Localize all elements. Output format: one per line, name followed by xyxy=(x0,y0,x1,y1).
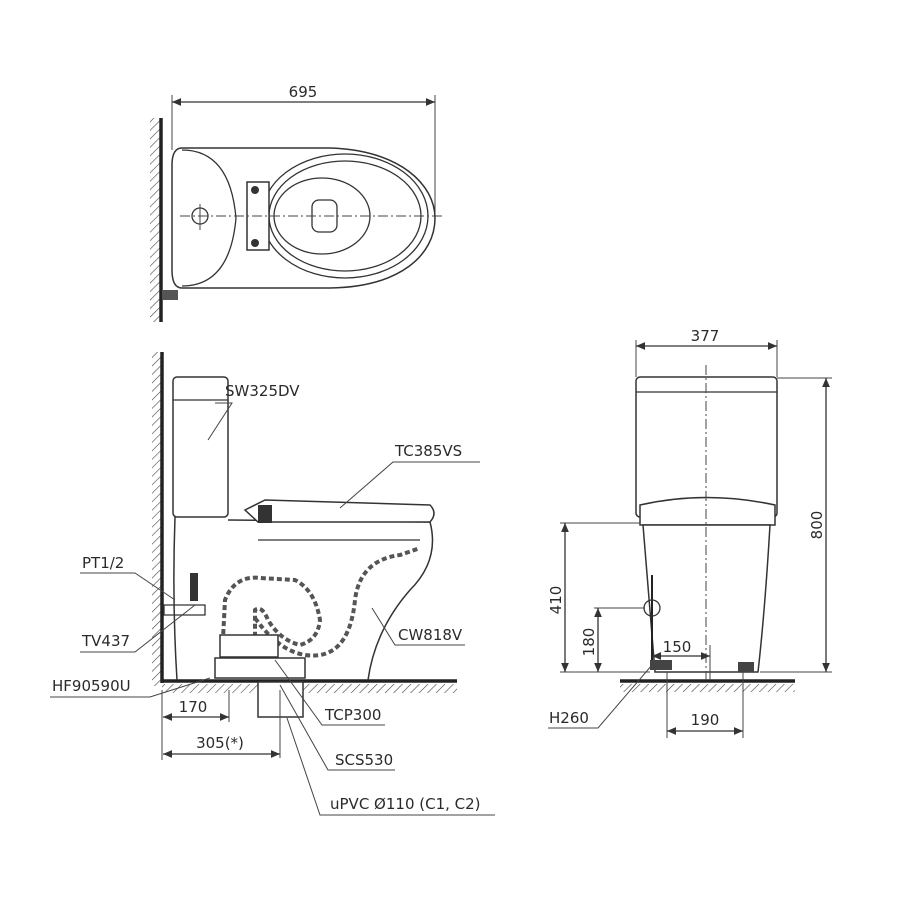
angle-valve xyxy=(190,573,198,601)
tank-top xyxy=(181,149,237,287)
label-pt12: PT1/2 xyxy=(82,554,124,572)
dim-695: 695 xyxy=(289,83,318,101)
label-upvc: uPVC Ø110 (C1, C2) xyxy=(330,795,481,813)
bowl-side xyxy=(173,516,434,681)
label-hf90590u: HF90590U xyxy=(52,677,131,695)
label-h260: H260 xyxy=(549,709,589,727)
tank-side xyxy=(172,376,229,518)
side-view: PT1/2 TV437 HF90590U SW325DV TC385VS CW8… xyxy=(50,352,495,816)
flange-tcp300 xyxy=(219,634,279,658)
bowl-front xyxy=(642,524,771,673)
label-sw325dv: SW325DV xyxy=(225,382,300,400)
dim-410: 410 xyxy=(547,586,565,615)
top-view: 695 xyxy=(150,83,445,322)
label-tcp300: TCP300 xyxy=(324,706,381,724)
dim-800: 800 xyxy=(808,511,826,540)
seat-front xyxy=(639,496,776,526)
seat-side xyxy=(243,499,435,523)
label-tc385vs: TC385VS xyxy=(394,442,462,460)
label-cw818v: CW818V xyxy=(398,626,463,644)
toilet-outline-top xyxy=(171,147,436,289)
dim-150: 150 xyxy=(663,638,692,656)
front-view: 377 800 410 180 150 190 H260 xyxy=(547,327,832,738)
dim-190: 190 xyxy=(691,711,720,729)
dim-180: 180 xyxy=(580,628,598,657)
label-scs530: SCS530 xyxy=(335,751,393,769)
wall-hatch xyxy=(150,118,160,322)
label-tv437: TV437 xyxy=(81,632,130,650)
dim-377: 377 xyxy=(691,327,720,345)
dim-305: 305(*) xyxy=(196,734,244,752)
dim-170: 170 xyxy=(179,698,208,716)
